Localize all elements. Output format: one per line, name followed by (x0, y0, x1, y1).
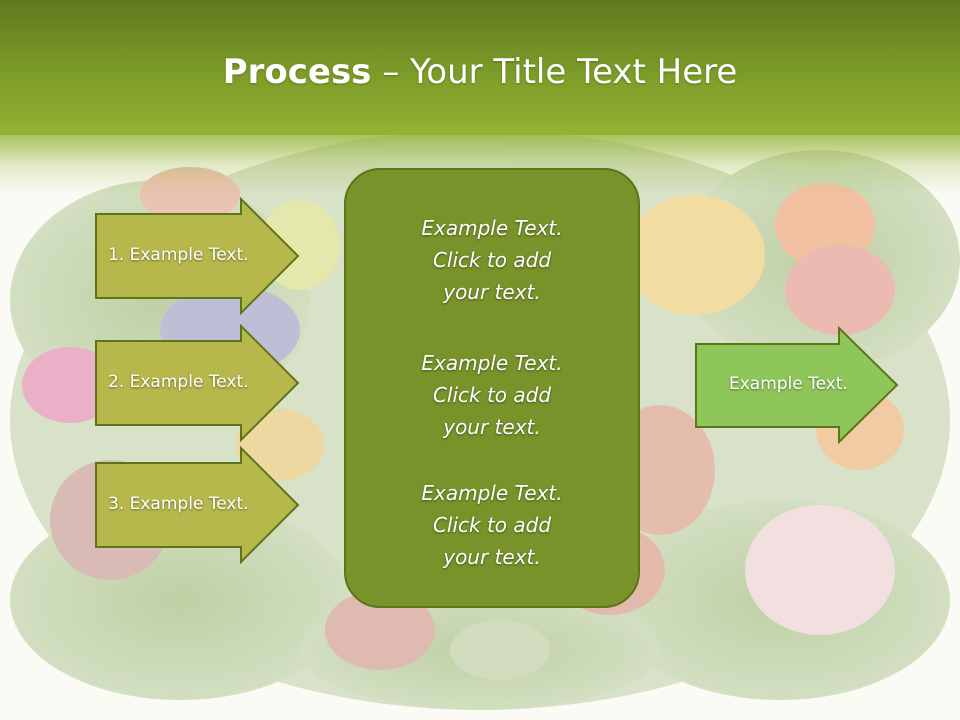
center-text-box[interactable] (344, 168, 640, 608)
left-arrow-3-label: 3. Example Text. (108, 494, 249, 514)
left-arrow-3[interactable] (95, 445, 300, 565)
center-item-1-line-1: Example Text. (421, 216, 563, 240)
left-arrow-1[interactable] (95, 196, 300, 316)
center-item-2-line-1: Example Text. (421, 351, 563, 375)
title-text: – Your Title Text Here (371, 52, 738, 92)
center-item-2-line-2: Click to add (432, 383, 552, 407)
right-arrow[interactable] (695, 325, 899, 445)
center-item-1: Example Text. Click to add your text. (344, 212, 640, 308)
center-item-3-line-3: your text. (443, 545, 541, 569)
slide-title[interactable]: Process – Your Title Text Here (0, 52, 960, 92)
left-arrow-1-label: 1. Example Text. (108, 245, 249, 265)
left-arrow-2-label: 2. Example Text. (108, 372, 249, 392)
center-item-2: Example Text. Click to add your text. (344, 347, 640, 443)
right-arrow-label: Example Text. (729, 374, 848, 394)
center-item-3-line-1: Example Text. (421, 481, 563, 505)
center-item-1-line-2: Click to add (432, 248, 552, 272)
left-arrow-2[interactable] (95, 323, 300, 443)
title-bold-text: Process (222, 52, 372, 92)
center-item-2-line-3: your text. (443, 415, 541, 439)
center-item-3-line-2: Click to add (432, 513, 552, 537)
center-item-3: Example Text. Click to add your text. (344, 477, 640, 573)
title-bar (0, 0, 960, 135)
center-item-1-line-3: your text. (443, 280, 541, 304)
